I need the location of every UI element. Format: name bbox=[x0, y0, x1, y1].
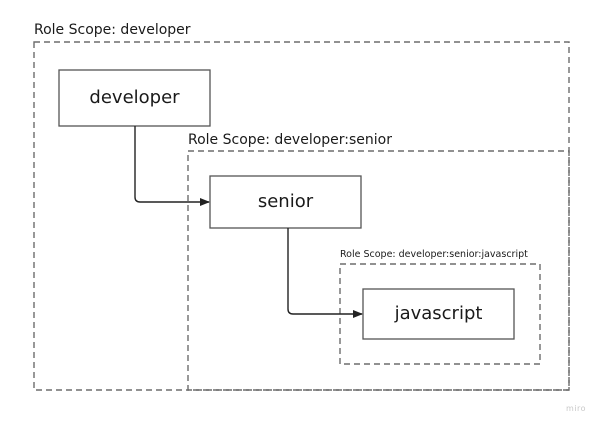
edge-senior-to-javascript bbox=[287, 228, 363, 318]
node-senior-box[interactable] bbox=[209, 175, 362, 229]
scope-developer-box bbox=[33, 41, 570, 391]
miro-watermark: miro bbox=[566, 404, 587, 413]
scope-developer-senior-box bbox=[187, 150, 570, 391]
scope-label-developer-senior: Role Scope: developer:senior bbox=[188, 132, 393, 148]
scope-label-developer: Role Scope: developer bbox=[34, 22, 191, 38]
node-label-javascript[interactable]: javascript bbox=[394, 303, 483, 324]
node-label-senior[interactable]: senior bbox=[257, 191, 314, 212]
node-javascript-box[interactable] bbox=[362, 288, 515, 340]
node-label-developer[interactable]: developer bbox=[89, 87, 180, 108]
node-developer-box[interactable] bbox=[58, 69, 211, 127]
edge-developer-to-senior bbox=[134, 126, 210, 206]
scope-label-developer-senior-javascript: Role Scope: developer:senior:javascript bbox=[340, 249, 528, 260]
